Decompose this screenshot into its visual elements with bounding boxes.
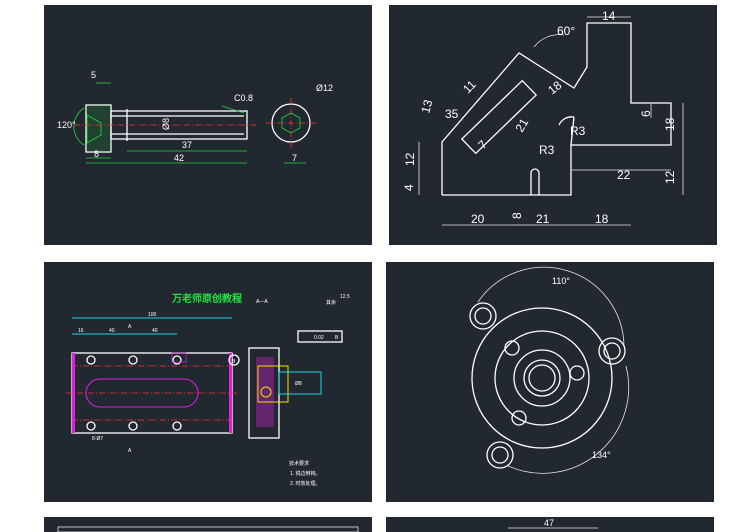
dim-37: 37 [182, 140, 192, 150]
dim-r3-top: R3 [570, 124, 586, 138]
datum-circle-label: B [232, 359, 236, 365]
socket-cavity [86, 114, 102, 144]
angle-arc-134 [507, 365, 630, 474]
requirement-2: 2. 时效处理。 [290, 480, 321, 487]
inner-fillet [558, 116, 575, 146]
flange-drawing-panel: 110° 134° [386, 262, 714, 502]
bolt-drawing-panel: 5 120° 8 C0.8 Ø8 37 42 Ø12 7 [44, 5, 372, 245]
bottom-left-panel [44, 517, 372, 532]
dim-40-a: 40 [109, 328, 115, 334]
long-slot [85, 378, 199, 408]
tolerance-frame [297, 330, 343, 343]
lug [469, 302, 497, 330]
dim-42: 42 [174, 153, 184, 163]
hub-outer [513, 349, 571, 407]
small-hole [504, 340, 520, 356]
requirements-title: 技术要求 [289, 460, 309, 467]
lug-hole [491, 446, 509, 464]
dim-12-right: 12 [663, 170, 677, 184]
lug [486, 441, 514, 469]
slot-r3 [530, 168, 540, 195]
angle-110: 110° [552, 276, 570, 286]
datum-circle [228, 354, 240, 366]
dim-diam8: Ø8 [161, 118, 171, 130]
lug [598, 337, 626, 365]
rest-roughness-label: 其余 [326, 299, 336, 306]
bolt-drawing: 5 120° 8 C0.8 Ø8 37 42 Ø12 7 [57, 70, 333, 164]
bore-inner [528, 364, 556, 392]
hole [128, 355, 138, 365]
dim-21-bottom: 21 [536, 212, 550, 226]
dim-c08: C0.8 [234, 93, 253, 103]
dim-7: 7 [292, 153, 297, 163]
bottom-right-panel: 47 [386, 517, 714, 532]
bottom-left-drawing [57, 526, 359, 532]
dim-35: 35 [445, 107, 459, 121]
dim-21-slant: 21 [512, 116, 531, 135]
dim-22: 22 [617, 168, 631, 182]
bracket-drawing-panel: 60° 14 11 13 18 35 21 7 R3 R3 6 18 12 4 … [389, 5, 717, 245]
head-hatch [86, 105, 111, 152]
dim-120-angle: 120° [57, 120, 76, 130]
small-hole [569, 365, 585, 381]
angle-134: 134° [592, 450, 611, 460]
hole [172, 355, 182, 365]
dim-8: 8 [94, 149, 99, 159]
plate-drawing-panel: 万老师原创教程 A—A 其余 12.5 100 16 40 40 A A 8-Ø… [44, 262, 372, 502]
dim-r3-bottom: R3 [539, 143, 555, 157]
angle-arc [73, 107, 85, 146]
dim-12-left: 12 [403, 152, 417, 166]
dim-11: 11 [460, 77, 479, 96]
dim-20: 20 [471, 212, 485, 226]
dim-18-bottom: 18 [595, 212, 609, 226]
flange-drawing: 110° 134° [469, 266, 630, 474]
small-hole [511, 410, 527, 426]
hole [172, 421, 182, 431]
dim-13: 13 [418, 98, 435, 115]
drawing-title: 万老师原创教程 [171, 292, 242, 305]
dim-5: 5 [91, 70, 96, 80]
bolt-circle [494, 330, 590, 426]
dim-14: 14 [602, 9, 616, 23]
angle-arc-110 [477, 266, 625, 347]
dim-8-bottom: 8 [510, 212, 524, 219]
dim-47: 47 [544, 518, 554, 528]
dim-100: 100 [148, 312, 157, 318]
bottom-right-drawing: 47 [508, 518, 598, 529]
dim-4: 4 [402, 184, 416, 191]
tolerance-value: 0.02 [314, 335, 324, 341]
section-mark-bottom: A [128, 448, 132, 454]
requirement-1: 1. 锐边倒钝。 [290, 470, 321, 477]
hole [86, 421, 96, 431]
hole-callout: 8-Ø7 [92, 436, 103, 442]
datum-letter: B [335, 335, 339, 341]
plate-drawing: 万老师原创教程 A—A 其余 12.5 100 16 40 40 A A 8-Ø… [66, 292, 350, 487]
dim-7-slant: 7 [475, 137, 490, 152]
bracket-outline [441, 22, 672, 196]
lug-hole [474, 307, 492, 325]
hole [128, 421, 138, 431]
dim-16: 16 [78, 328, 84, 334]
dim-60-angle: 60° [557, 24, 575, 38]
roughness-value: 12.5 [340, 294, 350, 300]
dim-18-right: 18 [663, 117, 677, 131]
dim-diam12: Ø12 [316, 83, 333, 93]
dim-40-b: 40 [152, 328, 158, 334]
bore [523, 359, 561, 397]
shaft [278, 371, 322, 395]
angled-slot [460, 79, 538, 155]
hole [86, 355, 96, 365]
section-label: A—A [256, 299, 268, 305]
bracket-drawing: 60° 14 11 13 18 35 21 7 R3 R3 6 18 12 4 … [402, 9, 684, 226]
boss [257, 365, 289, 403]
section-mark-top: A [128, 324, 132, 330]
dim-diam8: Ø8 [295, 381, 302, 387]
dim-6: 6 [639, 110, 653, 117]
flange-outer [471, 307, 613, 449]
lug-hole [603, 342, 621, 360]
